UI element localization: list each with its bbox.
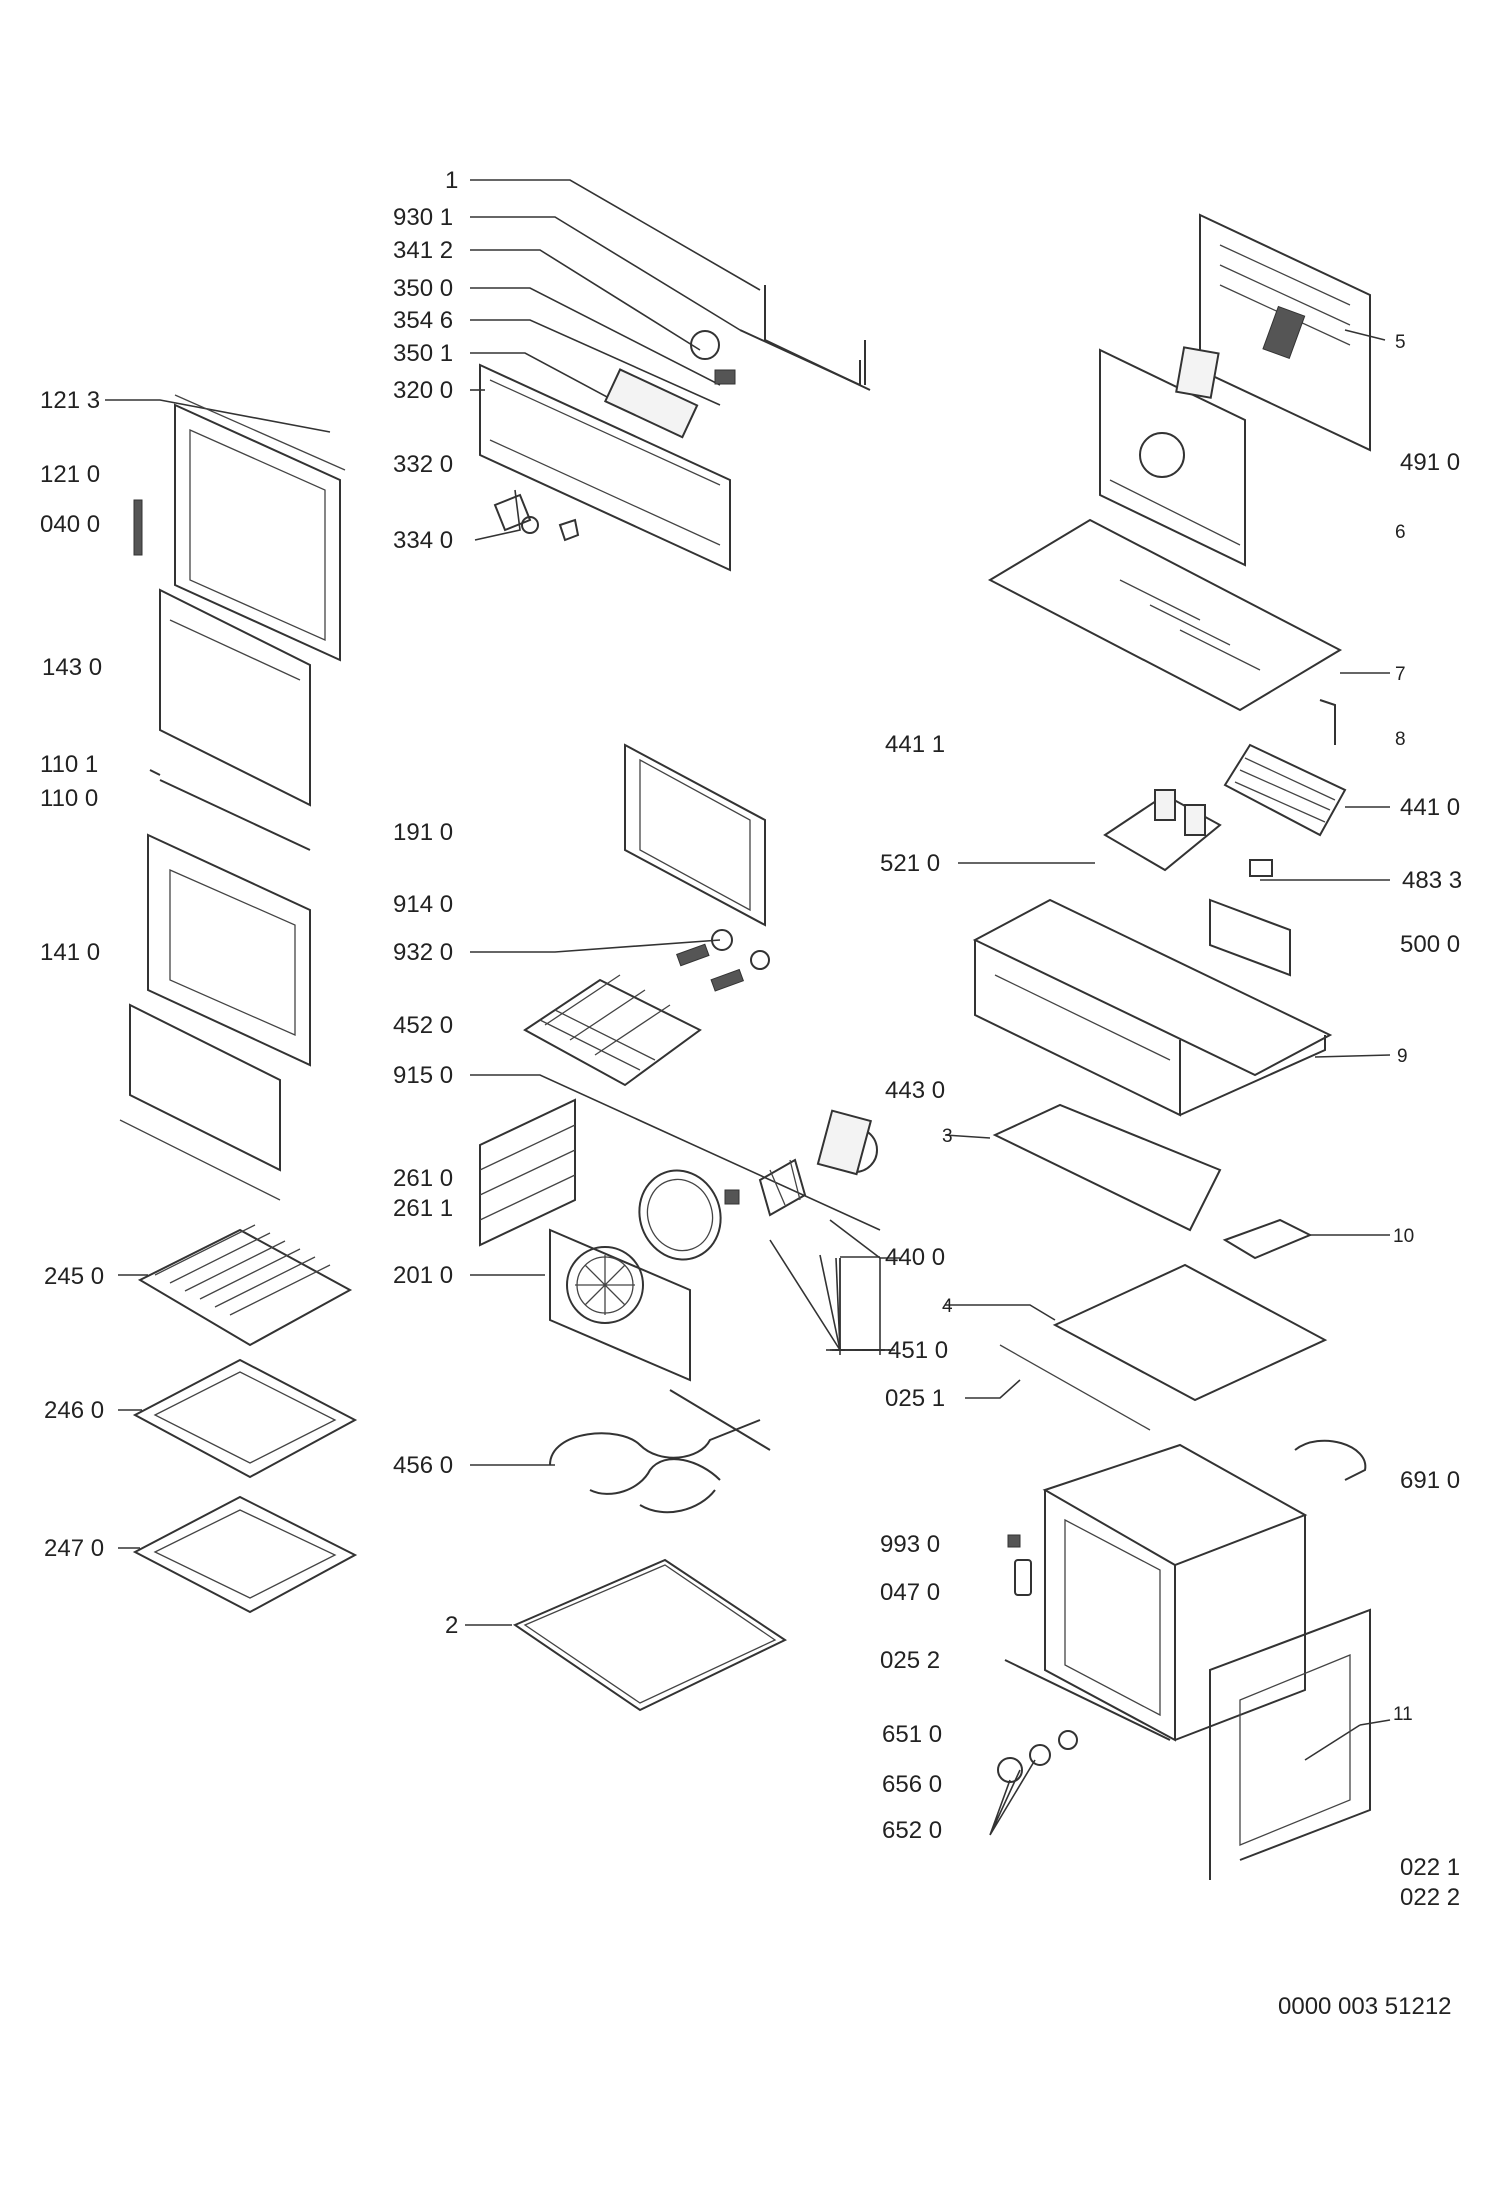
label-191-0: 191 0	[393, 819, 453, 846]
grill-element-part	[549, 1389, 771, 1514]
label-6: 6	[1395, 522, 1406, 543]
label-5: 5	[1395, 332, 1406, 353]
oven-cavity-part	[1042, 1439, 1371, 1880]
label-022-2: 022 2	[1400, 1884, 1460, 1911]
label-500-0: 500 0	[1400, 931, 1460, 958]
label-354-6: 354 6	[393, 307, 453, 334]
side-runner-part	[479, 1098, 576, 1247]
label-1: 1	[445, 167, 458, 194]
cooling-fan-part	[1223, 699, 1347, 837]
label-452-0: 452 0	[393, 1012, 453, 1039]
label-334-0: 334 0	[393, 527, 453, 554]
label-11: 11	[1393, 1704, 1413, 1725]
bottom-panel-part	[512, 1558, 788, 1712]
label-993-0: 993 0	[880, 1531, 940, 1558]
label-451-0: 451 0	[888, 1337, 948, 1364]
mid-plate-part	[999, 1263, 1328, 1431]
label-441-1: 441 1	[885, 731, 945, 758]
chassis-part	[972, 898, 1333, 1117]
label-915-0: 915 0	[393, 1062, 453, 1089]
label-047-0: 047 0	[880, 1579, 940, 1606]
fan-motor-part	[724, 1109, 878, 1217]
label-246-0: 246 0	[44, 1397, 104, 1424]
leader-lines	[105, 179, 1391, 1836]
document-number: 0000 003 51212	[1278, 1993, 1452, 2020]
top-plate-part	[987, 518, 1343, 712]
oven-door-part	[119, 394, 346, 1201]
label-10: 10	[1393, 1226, 1414, 1247]
label-651-0: 651 0	[882, 1721, 942, 1748]
side-plate-part	[992, 1103, 1222, 1232]
wire-rack-part	[523, 974, 702, 1087]
label-025-1: 025 1	[885, 1385, 945, 1412]
back-panel-part	[549, 1169, 722, 1382]
label-456-0: 456 0	[393, 1452, 453, 1479]
label-656-0: 656 0	[882, 1771, 942, 1798]
label-341-2: 341 2	[393, 237, 453, 264]
rack-and-trays-part	[132, 1224, 358, 1614]
housing-part	[1099, 346, 1246, 567]
label-2: 2	[445, 1612, 458, 1639]
label-110-1: 110 1	[40, 751, 98, 778]
callout-labels: 1 930 1 341 2 350 0 354 6 350 1 320 0 33…	[40, 167, 1462, 1911]
label-350-0: 350 0	[393, 275, 453, 302]
label-350-1: 350 1	[393, 340, 453, 367]
label-914-0: 914 0	[393, 891, 453, 918]
label-261-0: 261 0	[393, 1165, 453, 1192]
back-cover-part	[1199, 213, 1371, 452]
label-110-0: 110 0	[40, 785, 98, 812]
label-440-0: 440 0	[885, 1244, 945, 1271]
parts-drawing	[119, 213, 1371, 1880]
label-121-3: 121 3	[40, 387, 100, 414]
label-3: 3	[942, 1126, 953, 1147]
label-930-1: 930 1	[393, 204, 453, 231]
label-443-0: 443 0	[885, 1077, 945, 1104]
label-245-0: 245 0	[44, 1263, 104, 1290]
label-121-0: 121 0	[40, 461, 100, 488]
label-932-0: 932 0	[393, 939, 453, 966]
label-652-0: 652 0	[882, 1817, 942, 1844]
label-8: 8	[1395, 729, 1406, 750]
small-bracket-part	[1222, 1218, 1313, 1260]
label-261-1: 261 1	[393, 1195, 453, 1222]
label-025-2: 025 2	[880, 1647, 940, 1674]
control-panel-part	[479, 285, 871, 572]
label-483-3: 483 3	[1402, 867, 1462, 894]
fan-cover-plate-part	[624, 743, 770, 992]
label-332-0: 332 0	[393, 451, 453, 478]
label-141-0: 141 0	[40, 939, 100, 966]
label-491-0: 491 0	[1400, 449, 1460, 476]
label-143-0: 143 0	[42, 654, 102, 681]
label-9: 9	[1397, 1046, 1408, 1067]
label-7: 7	[1395, 664, 1406, 685]
label-040-0: 040 0	[40, 511, 100, 538]
label-691-0: 691 0	[1400, 1467, 1460, 1494]
knobs-part	[997, 1534, 1171, 1783]
control-module-part	[1103, 789, 1291, 977]
label-320-0: 320 0	[393, 377, 453, 404]
label-441-0: 441 0	[1400, 794, 1460, 821]
label-201-0: 201 0	[393, 1262, 453, 1289]
label-521-0: 521 0	[880, 850, 940, 877]
label-4: 4	[942, 1296, 953, 1317]
label-022-1: 022 1	[1400, 1854, 1460, 1881]
label-247-0: 247 0	[44, 1535, 104, 1562]
